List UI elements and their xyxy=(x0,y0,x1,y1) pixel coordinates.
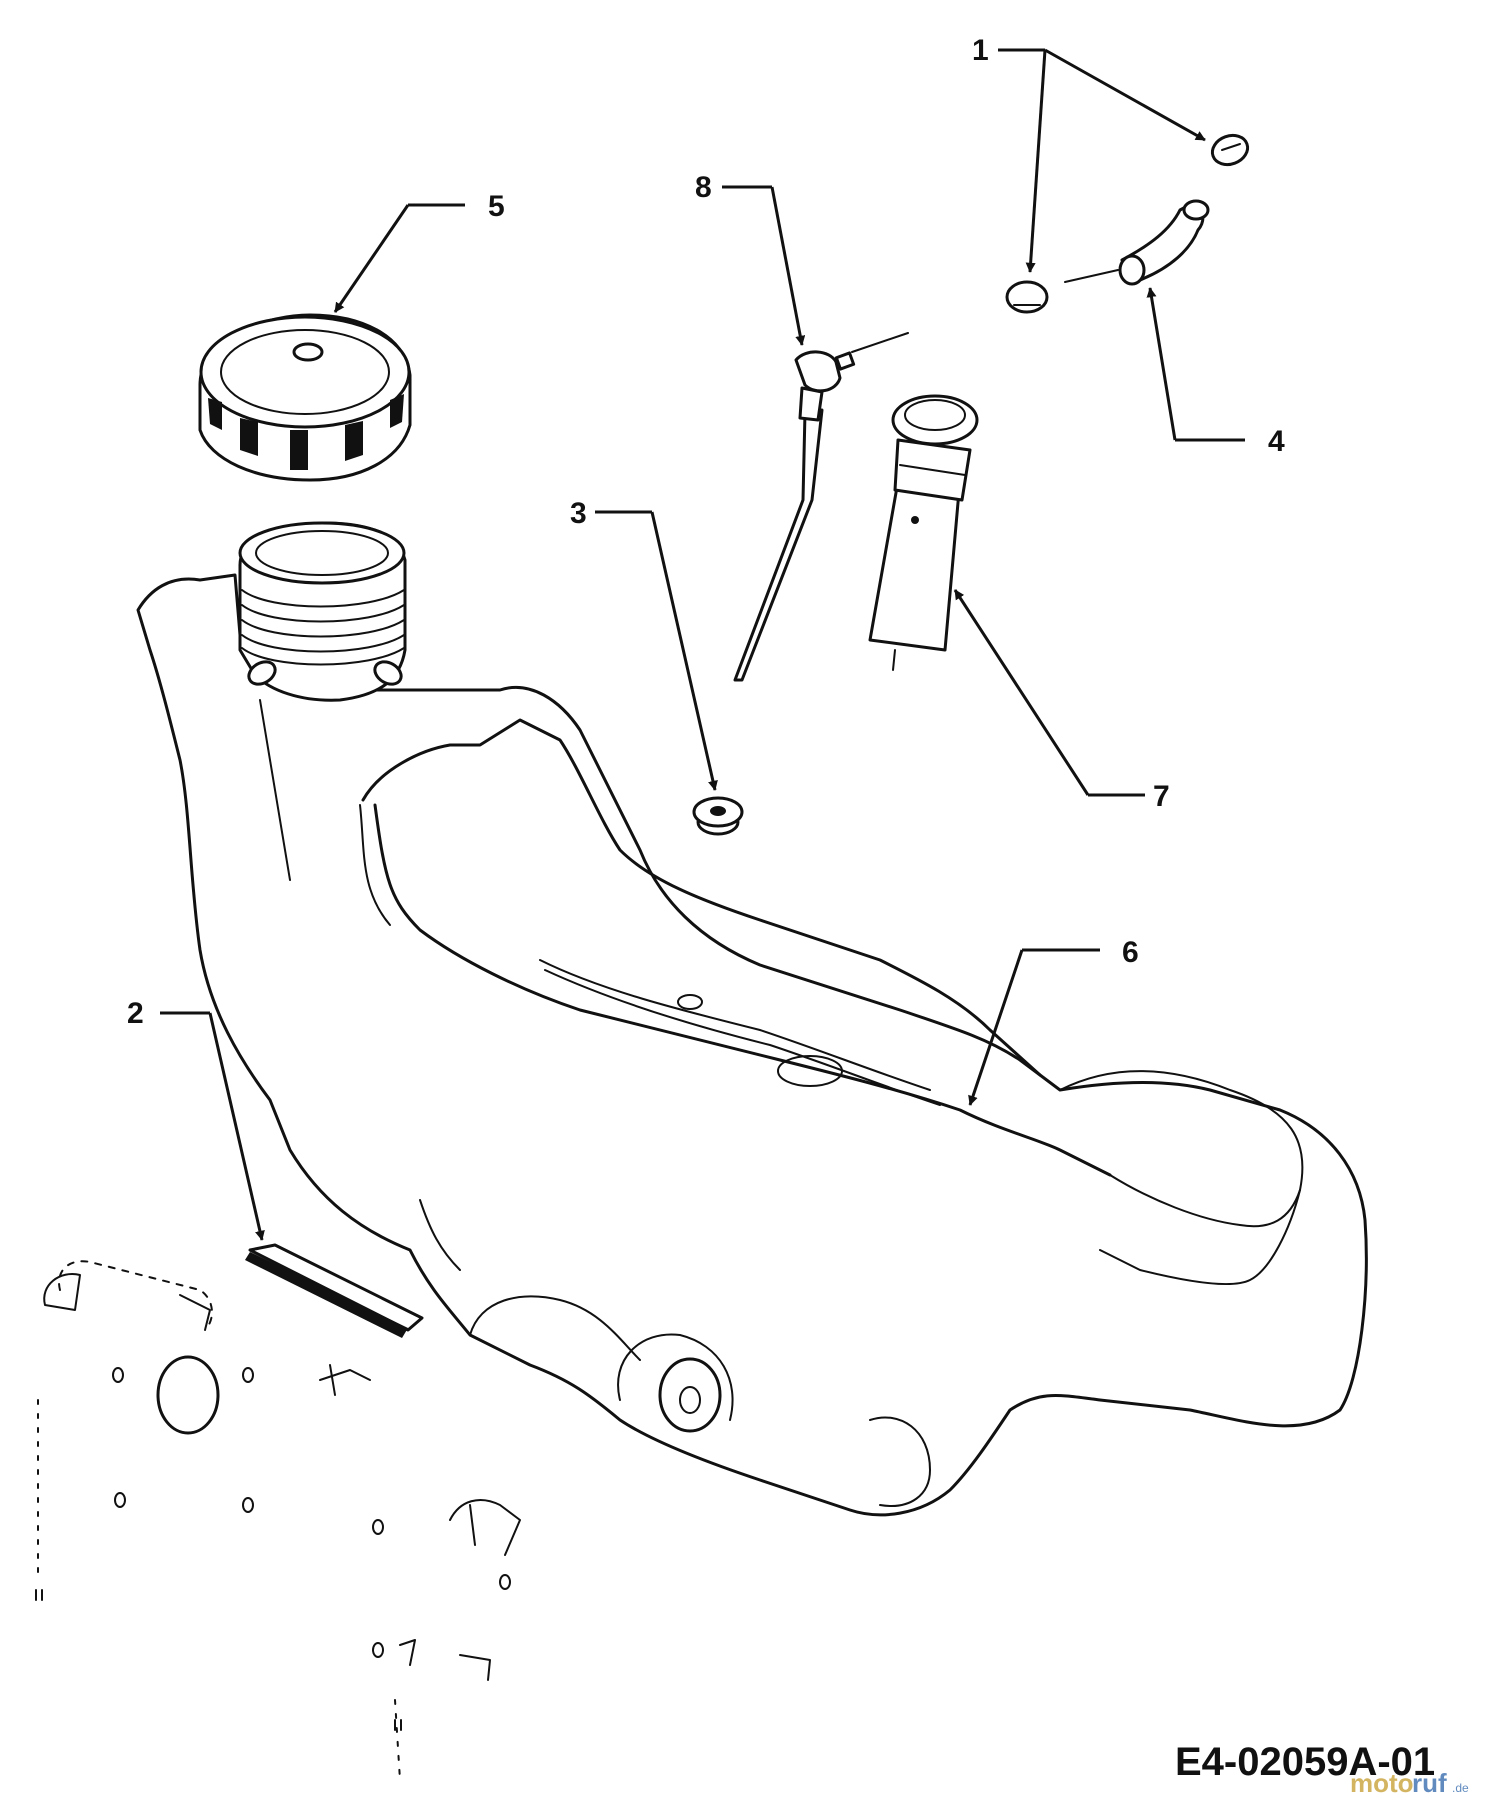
callout-5: 5 xyxy=(488,190,505,223)
frame-bracket xyxy=(35,1260,521,1781)
grommet xyxy=(692,796,744,836)
fuel-pickup-tube-elbow xyxy=(733,332,909,682)
svg-text:.de: .de xyxy=(1452,1781,1469,1795)
callout-7: 7 xyxy=(1153,780,1170,813)
callout-leaders xyxy=(160,48,1245,1241)
callout-4: 4 xyxy=(1268,425,1285,458)
callout-1: 1 xyxy=(972,34,989,67)
fuel-gauge-sender xyxy=(868,394,979,671)
hose-clamp xyxy=(1005,133,1250,314)
callout-3: 3 xyxy=(570,497,587,530)
svg-text:ruf: ruf xyxy=(1412,1768,1447,1798)
filler-neck xyxy=(238,521,407,702)
watermark-logo: moto ruf .de xyxy=(1350,1768,1469,1798)
fuel-hose xyxy=(1064,199,1210,286)
svg-text:moto: moto xyxy=(1350,1768,1414,1798)
callout-6: 6 xyxy=(1122,936,1139,969)
callout-2: 2 xyxy=(127,997,144,1030)
fuel-tank xyxy=(136,573,1368,1517)
drawing-code: E4-02059A-01 xyxy=(1175,1740,1435,1784)
tank-strap-pad xyxy=(245,1243,424,1338)
callout-8: 8 xyxy=(695,171,712,204)
fuel-cap xyxy=(198,313,412,482)
